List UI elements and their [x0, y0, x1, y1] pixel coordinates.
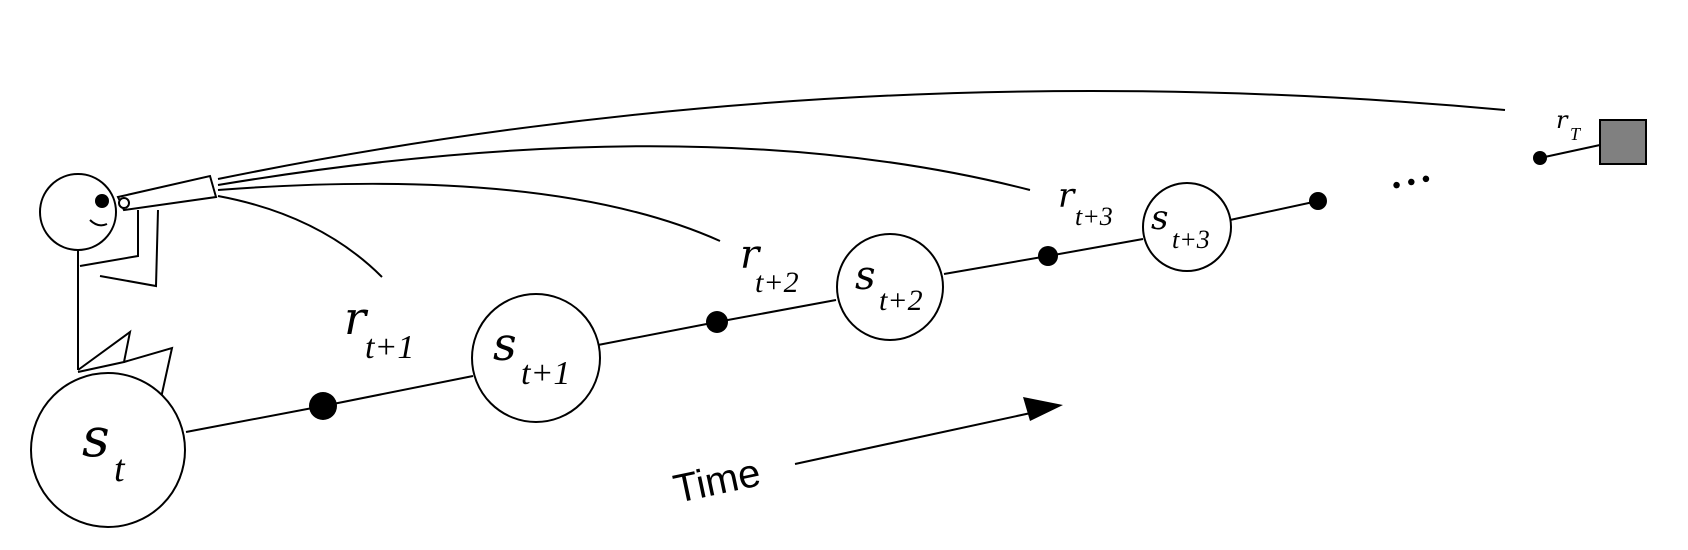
agent-arm [79, 209, 159, 288]
state-circle [836, 233, 944, 341]
state-subscript: t+2 [879, 284, 923, 317]
reward-subscript: T [1570, 124, 1582, 144]
lookahead-curves [217, 89, 1506, 278]
state-circle [30, 372, 186, 528]
state-var: s [82, 406, 110, 469]
agent-eye [95, 194, 109, 208]
time-label: Time [670, 451, 765, 512]
state-subscript: t+3 [1172, 225, 1210, 254]
state-circle [1142, 182, 1232, 272]
reward-dot-t-plus-3 [1038, 246, 1058, 266]
state-var: s [1151, 198, 1168, 238]
reward-dot-t-plus-1 [309, 392, 337, 420]
terminal-state-box [1599, 119, 1647, 165]
reward-dot-t-plus-4 [1309, 192, 1327, 210]
reward-label-t-plus-2: r t+2 [740, 232, 799, 299]
reward-var: r [344, 291, 369, 345]
reward-label-terminal: r T [1556, 106, 1582, 144]
state-node-t: s t [30, 372, 186, 528]
reward-subscript: t+3 [1075, 202, 1113, 231]
trajectory-line [185, 144, 1601, 433]
state-subscript: t [114, 448, 126, 490]
reward-dot-t-plus-2 [706, 311, 728, 333]
agent-leg-left [77, 329, 132, 373]
state-node-t-plus-3: s t+3 [1142, 182, 1232, 272]
telescope-eyepiece [118, 197, 130, 209]
state-node-t-plus-2: s t+2 [836, 233, 944, 341]
reward-var: r [1058, 176, 1076, 216]
reward-var: r [740, 232, 762, 278]
reward-dot-terminal [1533, 151, 1547, 165]
agent-head [39, 173, 117, 251]
time-arrow: Time [670, 397, 1063, 512]
state-node-t-plus-1: s t+1 [471, 293, 601, 423]
reward-label-t-plus-3: r t+3 [1058, 176, 1113, 231]
time-arrow-line [794, 410, 1041, 465]
reward-subscript: t+1 [365, 329, 414, 366]
agent-figure [39, 173, 218, 453]
state-subscript: t+1 [521, 355, 570, 392]
ellipsis-dots: • • • [1390, 165, 1433, 199]
agent-mouth [89, 219, 108, 227]
reward-label-t-plus-1: r t+1 [344, 291, 414, 366]
time-arrowhead-icon [1023, 397, 1063, 421]
state-circle [471, 293, 601, 423]
state-var: s [855, 253, 876, 299]
state-var: s [493, 317, 517, 371]
reward-subscript: t+2 [755, 266, 799, 299]
telescope-icon [116, 174, 218, 212]
reward-var: r [1556, 106, 1569, 134]
